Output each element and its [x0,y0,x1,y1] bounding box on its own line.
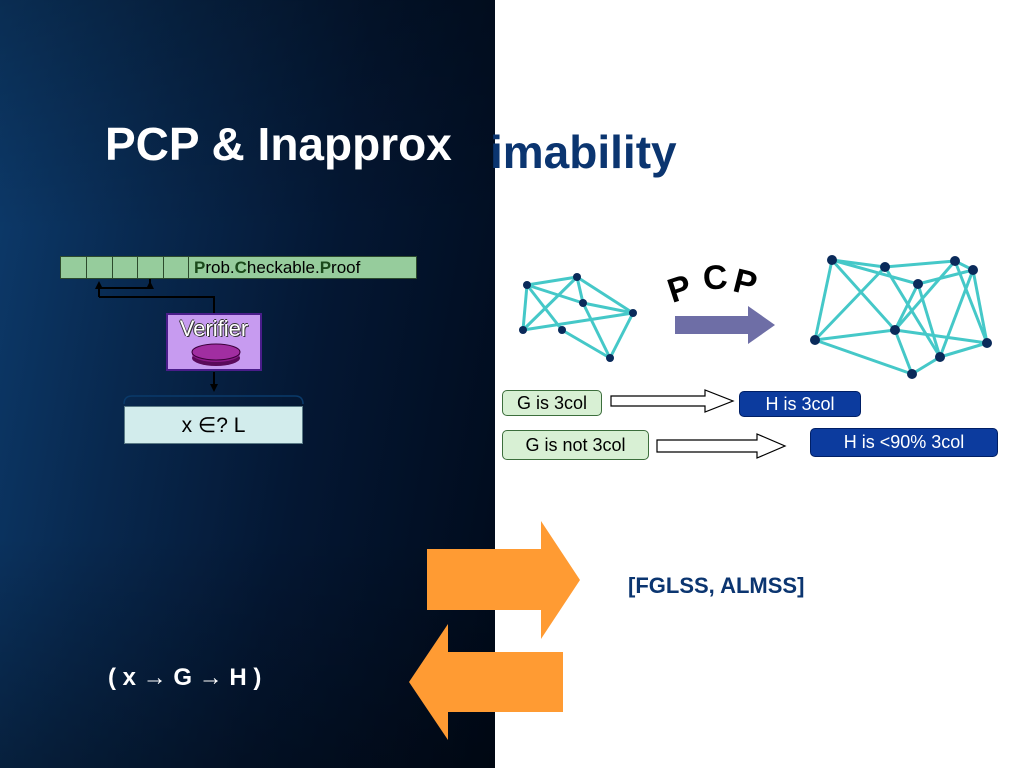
proof-cell [61,257,87,278]
citation-text: [FGLSS, ALMSS] [628,573,805,598]
query-arrowhead-right [146,281,154,289]
proof-text-roof: roof [331,258,361,277]
proof-letter-p2: P [319,258,332,277]
proof-label: Prob.Checkable.Proof [194,258,360,278]
verifier-to-bar-line [99,296,215,313]
small-graph-nodes [519,273,637,362]
proof-text-heckable: heckable. [246,258,320,277]
verifier-to-query-arrowhead [210,384,218,392]
g-is-3col-label: G is 3col [502,390,602,416]
proof-letter-c: C [234,258,247,277]
membership-query-box: x ∈? L [124,406,303,444]
query-arrowhead-left [95,281,103,289]
proof-text-rob: rob. [205,258,235,277]
big-left-arrow [409,624,563,740]
g-not-3col-label: G is not 3col [502,430,649,460]
proof-cell [86,257,113,278]
pcp-letter-3: P [730,262,761,304]
pcp-letter-2: C [702,258,729,298]
verifier-box: Verifier [166,313,262,371]
large-graph-nodes [810,255,992,379]
membership-query-text: x ∈? L [181,414,246,437]
slide-title-part2: imability [490,126,677,178]
h-90-3col-label: H is <90% 3col [810,428,998,457]
pcp-label: P C P [663,258,761,311]
dark-background-panel [0,0,495,768]
proof-letter-p: P [194,258,206,277]
mapping-arrow-no [656,433,787,459]
slide-title-part1: PCP & Inapprox [105,118,452,170]
reduction-chain-text: ( x → G → H ) [108,664,262,691]
pcp-transform-arrow [675,306,775,344]
verifier-label: Verifier [179,316,249,341]
proof-cell [163,257,189,278]
coin-stack-icon [191,343,241,366]
large-graph [813,258,989,376]
query-brace [123,395,304,405]
big-right-arrow [427,521,580,639]
proof-bar: Prob.Checkable.Proof [60,256,417,279]
proof-cell [112,257,138,278]
mapping-arrow-yes [610,389,735,413]
pcp-letter-1: P [663,268,696,311]
h-is-3col-label: H is 3col [739,391,861,417]
small-graph [521,275,635,360]
proof-cell [137,257,164,278]
